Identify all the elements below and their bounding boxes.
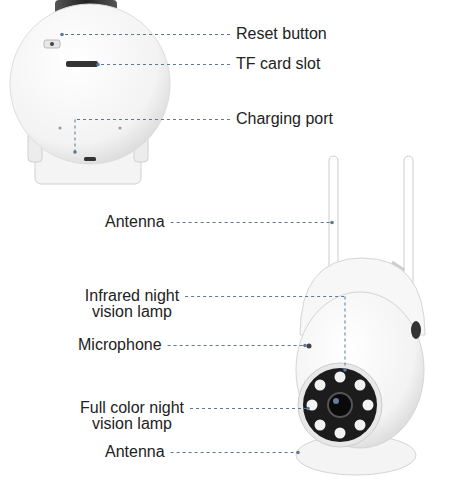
leader-line — [75, 120, 76, 153]
leader-line — [345, 297, 346, 371]
leader-dot — [343, 368, 347, 372]
leader-line — [171, 452, 298, 453]
leader-line — [168, 345, 305, 346]
leader-dot — [296, 451, 300, 455]
part-label: TF card slot — [236, 56, 320, 72]
part-label: Microphone — [78, 337, 162, 353]
part-label: Infrared night vision lamp — [62, 288, 202, 320]
leader-line — [62, 34, 230, 35]
leader-line — [171, 222, 332, 223]
leader-line — [75, 119, 230, 120]
leader-dot — [303, 344, 307, 348]
leader-dot — [73, 150, 77, 154]
leader-line — [185, 296, 345, 297]
front-camera — [296, 156, 425, 475]
back-view — [10, 0, 170, 184]
part-label: Antenna — [105, 444, 165, 460]
leader-dot — [306, 407, 310, 411]
part-label: Full color night vision lamp — [62, 400, 202, 432]
leader-dot — [60, 33, 64, 37]
part-label: Reset button — [236, 26, 327, 42]
leader-line — [190, 408, 308, 409]
part-label: Charging port — [236, 111, 333, 127]
leader-dot — [96, 63, 100, 67]
leader-dot — [330, 221, 334, 225]
part-label: Antenna — [105, 214, 165, 230]
leader-line — [98, 64, 230, 65]
